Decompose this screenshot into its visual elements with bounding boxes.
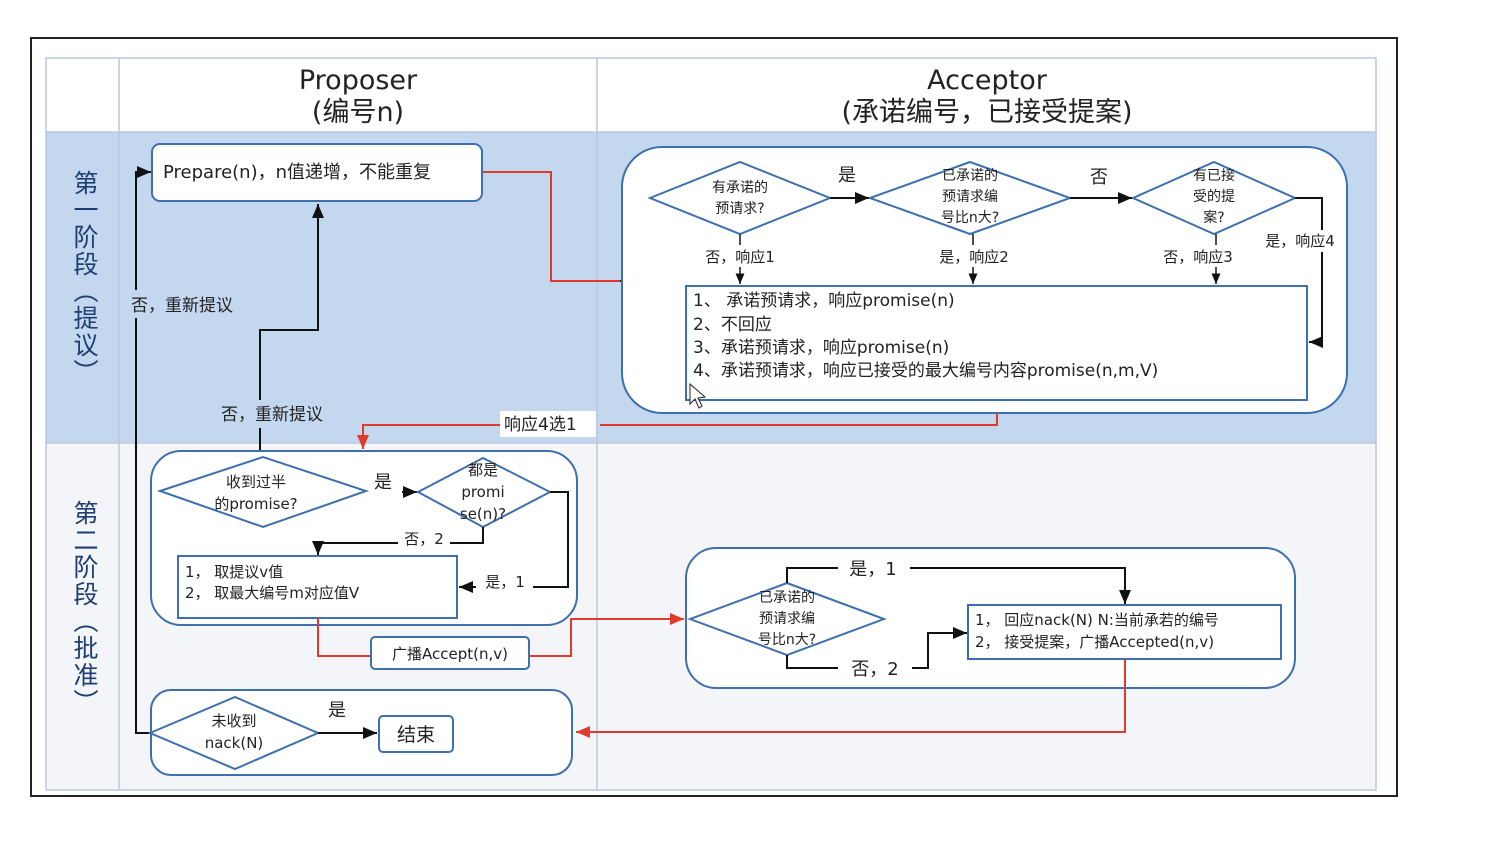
proposer-subtitle: (编号n)	[312, 97, 404, 128]
accept-action-item: 1， 回应nack(N) N:当前承若的编号	[975, 611, 1219, 629]
decision-text: se(n)?	[460, 505, 506, 523]
decision-text: 有承诺的	[712, 180, 768, 196]
no-2-label: 否，2	[404, 530, 444, 548]
broadcast-accept-box	[370, 636, 530, 670]
yes-label: 是	[838, 165, 856, 186]
no-label: 否	[1090, 167, 1108, 188]
prepare-text: Prepare(n)，n值递增，不能重复	[163, 162, 431, 183]
yes-1-label: 是，1	[485, 573, 525, 591]
end-box	[378, 715, 454, 753]
decision-text: 号比n大?	[941, 210, 999, 226]
retry-line-2	[135, 166, 151, 734]
accepted-return-line	[576, 659, 1126, 738]
decision-text: promi	[461, 483, 504, 501]
response-item: 1、 承诺预请求，响应promise(n)	[693, 291, 955, 311]
decision-text: 都是	[468, 461, 498, 479]
yes-1-label: 是，1	[849, 559, 896, 580]
decision-text: 受的提	[1193, 189, 1235, 205]
proposer-title: Proposer	[299, 65, 418, 96]
decision-text: 已承诺的	[942, 168, 998, 184]
decision-text: 预请求?	[715, 201, 764, 217]
choose-value-box	[177, 555, 458, 619]
response3-label: 否，响应3	[1163, 248, 1233, 266]
decision-text: 预请求编	[942, 189, 998, 205]
decision-majority-promise	[156, 455, 370, 529]
response1-label: 否，响应1	[705, 248, 775, 266]
response-list-box	[685, 285, 1308, 401]
response-item: 3、承诺预请求，响应promise(n)	[693, 338, 949, 358]
phase2-row-label: 第二阶段（批准）	[70, 500, 99, 716]
decision-text: 号比n大?	[758, 632, 816, 648]
accept-action-item: 2， 接受提案，广播Accepted(n,v)	[975, 633, 1214, 651]
decision-text: 案?	[1203, 209, 1224, 226]
accept-actions-box	[967, 604, 1282, 660]
no-2-label: 否，2	[851, 659, 898, 680]
mouse-cursor-icon	[689, 382, 707, 409]
retry-label: 否，重新提议	[221, 405, 323, 425]
decision-text: 收到过半	[226, 473, 286, 491]
response-item: 4、承诺预请求，响应已接受的最大编号内容promise(n,m,V)	[693, 361, 1158, 381]
response-item: 2、不回应	[693, 315, 772, 335]
response-choice-label: 响应4选1	[504, 415, 577, 435]
retry-label: 否，重新提议	[131, 296, 233, 316]
end-text: 结束	[397, 724, 435, 746]
choose-item: 2， 取最大编号m对应值V	[185, 584, 360, 602]
retry-line-1	[259, 204, 324, 450]
acceptor-subtitle: (承诺编号，已接受提案)	[841, 97, 1132, 128]
swimlane-grid	[45, 57, 1377, 791]
phase1-row-label: 第一阶段（提议）	[70, 170, 99, 386]
choose-item: 1， 取提议v值	[185, 563, 283, 581]
acceptor-title: Acceptor	[927, 65, 1048, 96]
decision-promised-greater-2	[687, 581, 887, 657]
prepare-box	[151, 143, 483, 202]
decision-text: nack(N)	[205, 734, 264, 752]
yes-label: 是	[328, 700, 346, 721]
yes-label: 是	[374, 472, 392, 493]
decision-text: 预请求编	[759, 611, 815, 627]
broadcast-accept-text: 广播Accept(n,v)	[392, 645, 508, 663]
prepare-to-acceptor-line	[482, 171, 620, 282]
decision-text: 已承诺的	[759, 590, 815, 606]
decision-text: 的promise?	[214, 495, 297, 513]
decision-text: 有已接	[1193, 167, 1235, 184]
decision-text: 未收到	[211, 712, 256, 730]
response4-label: 是，响应4	[1265, 232, 1335, 250]
response2-label: 是，响应2	[939, 248, 1009, 266]
